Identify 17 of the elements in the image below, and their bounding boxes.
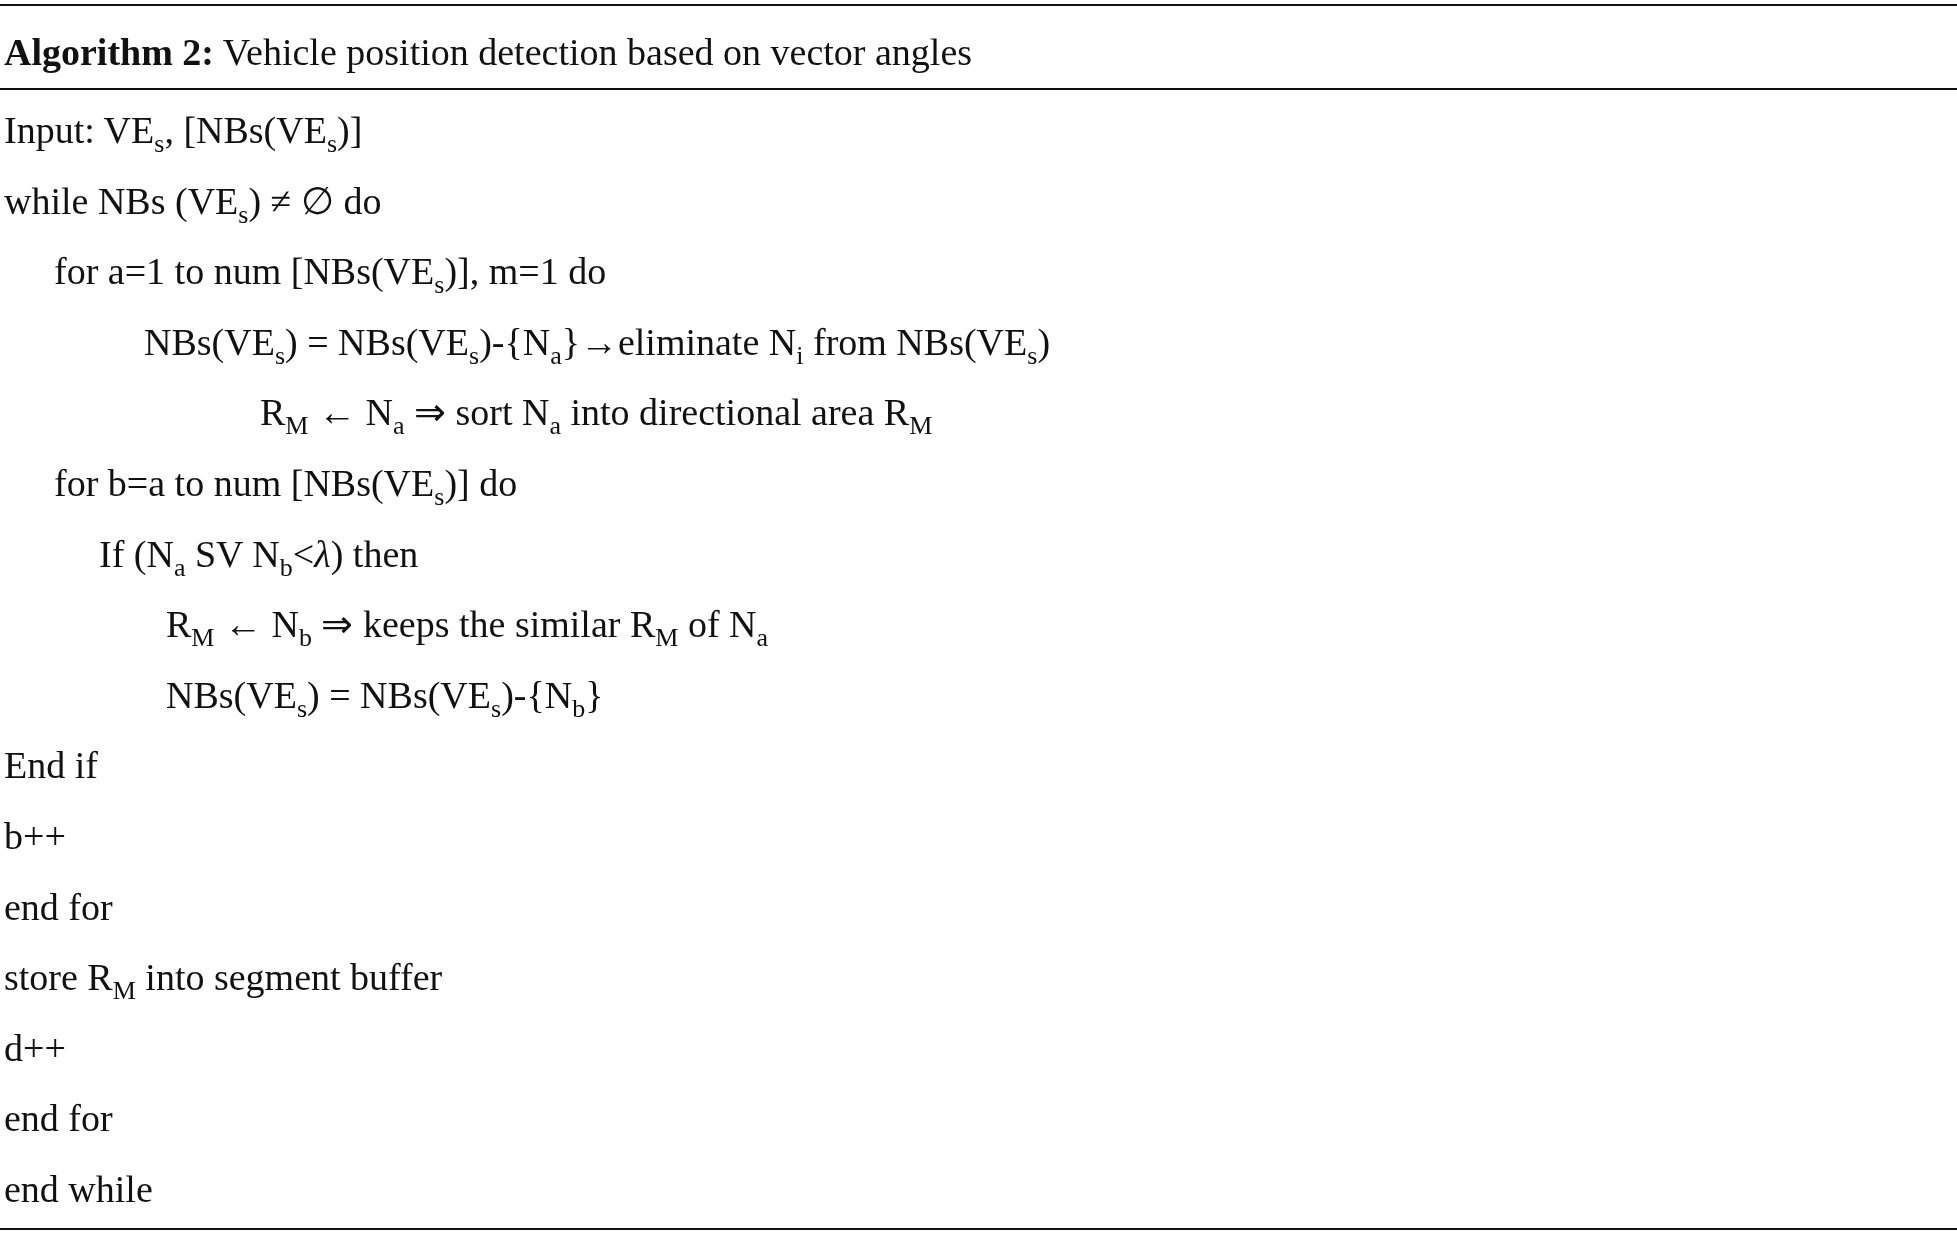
pseudocode-line: Input: VE$_{s}$, [NBs(VE$_{s}$)] [4,108,363,160]
pseudocode-line: while NBs (VE$_{s}$) ≠ ∅ do [4,178,382,231]
pseudocode-line: store R$_{M}$ into segment buffer [4,955,443,1007]
pseudocode-line: for a=1 to num [NBs(VE$_{s}$)], m=1 do [54,249,607,301]
pseudocode-line: end for [4,1096,113,1141]
pseudocode-line: b++ [4,814,66,858]
pseudocode-line: R$_{M}$ ← N$_{b}$ ⇒ keeps the similar R$_{M}$ of N$_{a}$ [166,602,769,654]
algorithm-title: Algorithm 2: Vehicle position detection based on vector angles [4,30,973,74]
pseudocode-line: If (N$_{a}$ SV N$_{b}$<λ) then [99,531,419,584]
pseudocode-line: d++ [4,1025,66,1070]
pseudocode-line: for b=a to num [NBs(VE$_{s}$)] do [54,461,518,513]
pseudocode-line: NBs(VE$_{s}$) = NBs(VE$_{s}$)-{N$_{a}$}→eliminate N$_{i}$ from NBs(VE$_{s}$) [144,319,1051,372]
pseudocode-line: End if [4,743,98,788]
pseudocode-line: end while [4,1167,153,1211]
pseudocode-line: R$_{M}$ ← N$_{a}$ ⇒ sort N$_{a}$ into directional area R$_{M}$ [260,390,933,442]
pseudocode-line: end for [4,884,113,929]
pseudocode-line: NBs(VE$_{s}$) = NBs(VE$_{s}$)-{N$_{b}$} [166,672,604,725]
